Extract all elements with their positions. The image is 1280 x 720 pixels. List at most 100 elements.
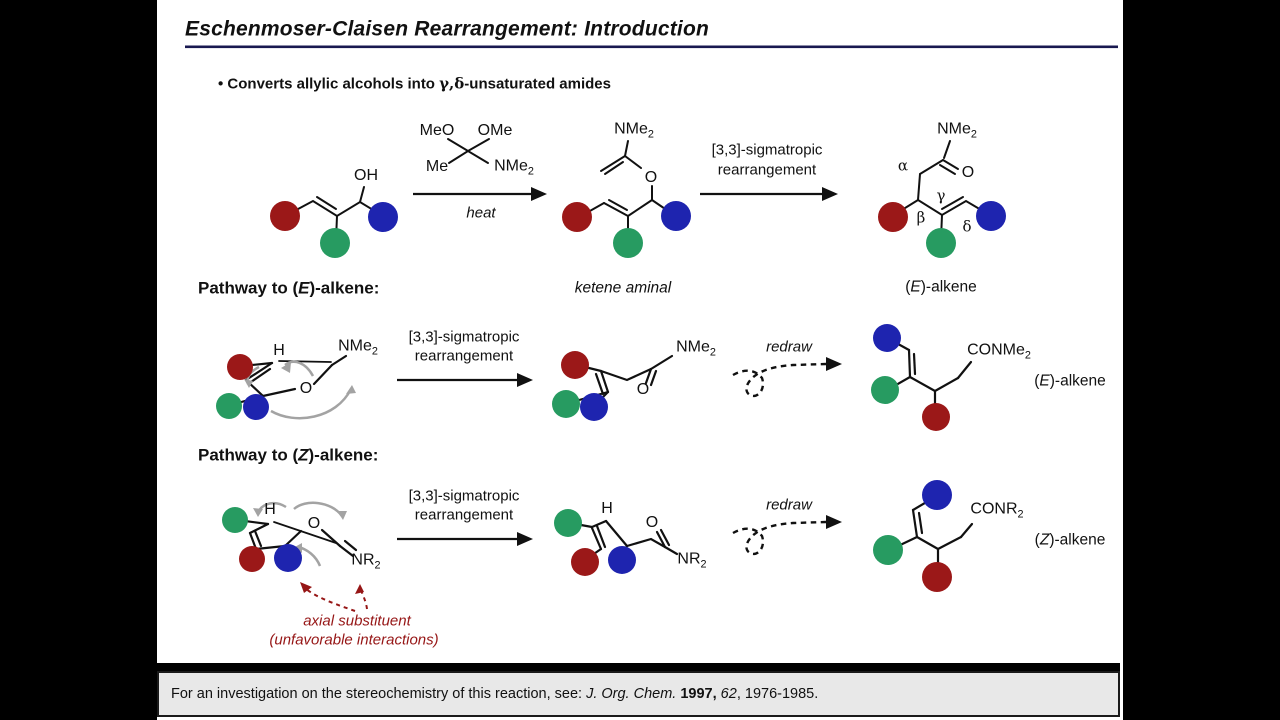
bond (627, 199, 653, 217)
substituent-blue (661, 201, 691, 231)
heading-pre: Pathway to ( (198, 445, 299, 465)
bond (244, 361, 274, 382)
conr2-sub: 2 (1017, 508, 1024, 521)
curved-arrow (284, 360, 315, 377)
bond (448, 149, 489, 164)
bond (936, 535, 963, 551)
heading-stereo: Z (298, 445, 309, 465)
arrowhead (244, 379, 253, 388)
bullet-summary: • Converts allylic alcohols into γ,δ-uns… (218, 74, 611, 93)
double-bond-line (316, 196, 337, 210)
bond (604, 519, 629, 548)
double-bond-line (343, 539, 358, 552)
ome-label: OMe (477, 122, 513, 139)
substituent-blue (580, 393, 608, 421)
nme2-sub: 2 (970, 128, 977, 141)
bond (663, 545, 679, 556)
bond (649, 354, 674, 371)
h-label: H (264, 501, 276, 518)
substituent-red (562, 202, 592, 232)
conme2-text: CONMe (967, 341, 1025, 359)
structure-ketene-aminal (580, 140, 675, 241)
caption-pre: ( (1034, 372, 1040, 390)
substituent-red (922, 562, 952, 592)
substituent-green (320, 228, 350, 258)
heading-post: )-alkene: (309, 278, 380, 298)
o-label: O (307, 515, 321, 532)
bond (942, 159, 959, 170)
bond (943, 140, 951, 159)
bond (956, 360, 973, 380)
pathway-z-heading: Pathway to (Z)-alkene: (198, 447, 378, 464)
footer-reference-box (157, 671, 1120, 717)
double-bond-line (604, 161, 624, 175)
citation-journal: J. Org. Chem. (586, 685, 677, 702)
nme2-sub: 2 (647, 128, 654, 141)
double-bond-line (608, 199, 628, 211)
double-bond-line (917, 511, 924, 535)
bullet-greek: γ,δ (439, 74, 465, 93)
caption-stereo: E (1039, 372, 1050, 390)
heading-pre: Pathway to ( (198, 278, 299, 298)
conme2-label: CONMe2 (967, 342, 1031, 361)
nr2-label: NR2 (677, 551, 706, 570)
electron-flow-arrowheads-e (244, 362, 356, 394)
axial-warning-arrows (302, 585, 368, 612)
bond (599, 369, 610, 394)
substituent-red (239, 546, 265, 572)
bond (600, 155, 626, 172)
substituent-red (561, 351, 589, 379)
nr2-text: NR (351, 551, 375, 569)
arrowhead (337, 511, 347, 520)
substituent-green (552, 390, 580, 418)
double-bond-line (594, 372, 605, 396)
substituent-green (871, 376, 899, 404)
bond (599, 367, 653, 382)
nme2-text: NMe (338, 337, 372, 355)
footer-citation: For an investigation on the stereochemis… (171, 687, 818, 702)
bond (908, 375, 937, 393)
substituent-green (222, 507, 248, 533)
bond (330, 354, 348, 367)
conr2-text: CONR (970, 500, 1018, 518)
axial-warning-arrowheads (300, 582, 364, 594)
e-alkene-caption: (E)-alkene (905, 279, 977, 295)
reaction-arrow-sigmatropic-1 (700, 187, 838, 201)
substituent-green (613, 228, 643, 258)
alpha-label: α (897, 156, 909, 175)
bond (916, 159, 989, 217)
sigmatropic-label-line2: rearrangement (717, 161, 817, 179)
arrowhead (517, 373, 533, 387)
redraw-label: redraw (766, 338, 812, 356)
arrowhead (531, 187, 547, 201)
substituent-blue (243, 394, 269, 420)
conme2-sub: 2 (1024, 349, 1031, 362)
double-bond-line (659, 528, 671, 547)
citation-volume: 62 (716, 685, 737, 702)
double-bond-line (249, 367, 272, 384)
arrowhead (826, 515, 842, 529)
bond (625, 537, 667, 549)
o-label: O (299, 380, 313, 397)
bond (911, 508, 919, 539)
sigmatropic-label-line1: [3,3]-sigmatropic (408, 328, 520, 346)
substituent-red (878, 202, 908, 232)
double-bond-line (253, 529, 263, 548)
bullet-pre: • Converts allylic alcohols into (218, 75, 440, 93)
footer-divider-bar (157, 663, 1120, 671)
page-title: Eschenmoser-Claisen Rearrangement: Intro… (185, 17, 710, 41)
bond (655, 530, 667, 549)
citation-pre: For an investigation on the stereochemis… (171, 685, 587, 702)
substituent-green (554, 509, 582, 537)
caption-post: )-alkene (920, 278, 977, 296)
nme2-label: NMe2 (937, 121, 977, 140)
arrowhead (346, 385, 356, 394)
caption-pre: ( (905, 278, 911, 296)
delta-label: δ (962, 217, 972, 236)
bond (603, 202, 629, 217)
bond (959, 522, 974, 539)
bullet-post: -unsaturated amides (464, 75, 611, 93)
axial-annotation-line2: (unfavorable interactions) (269, 631, 439, 649)
